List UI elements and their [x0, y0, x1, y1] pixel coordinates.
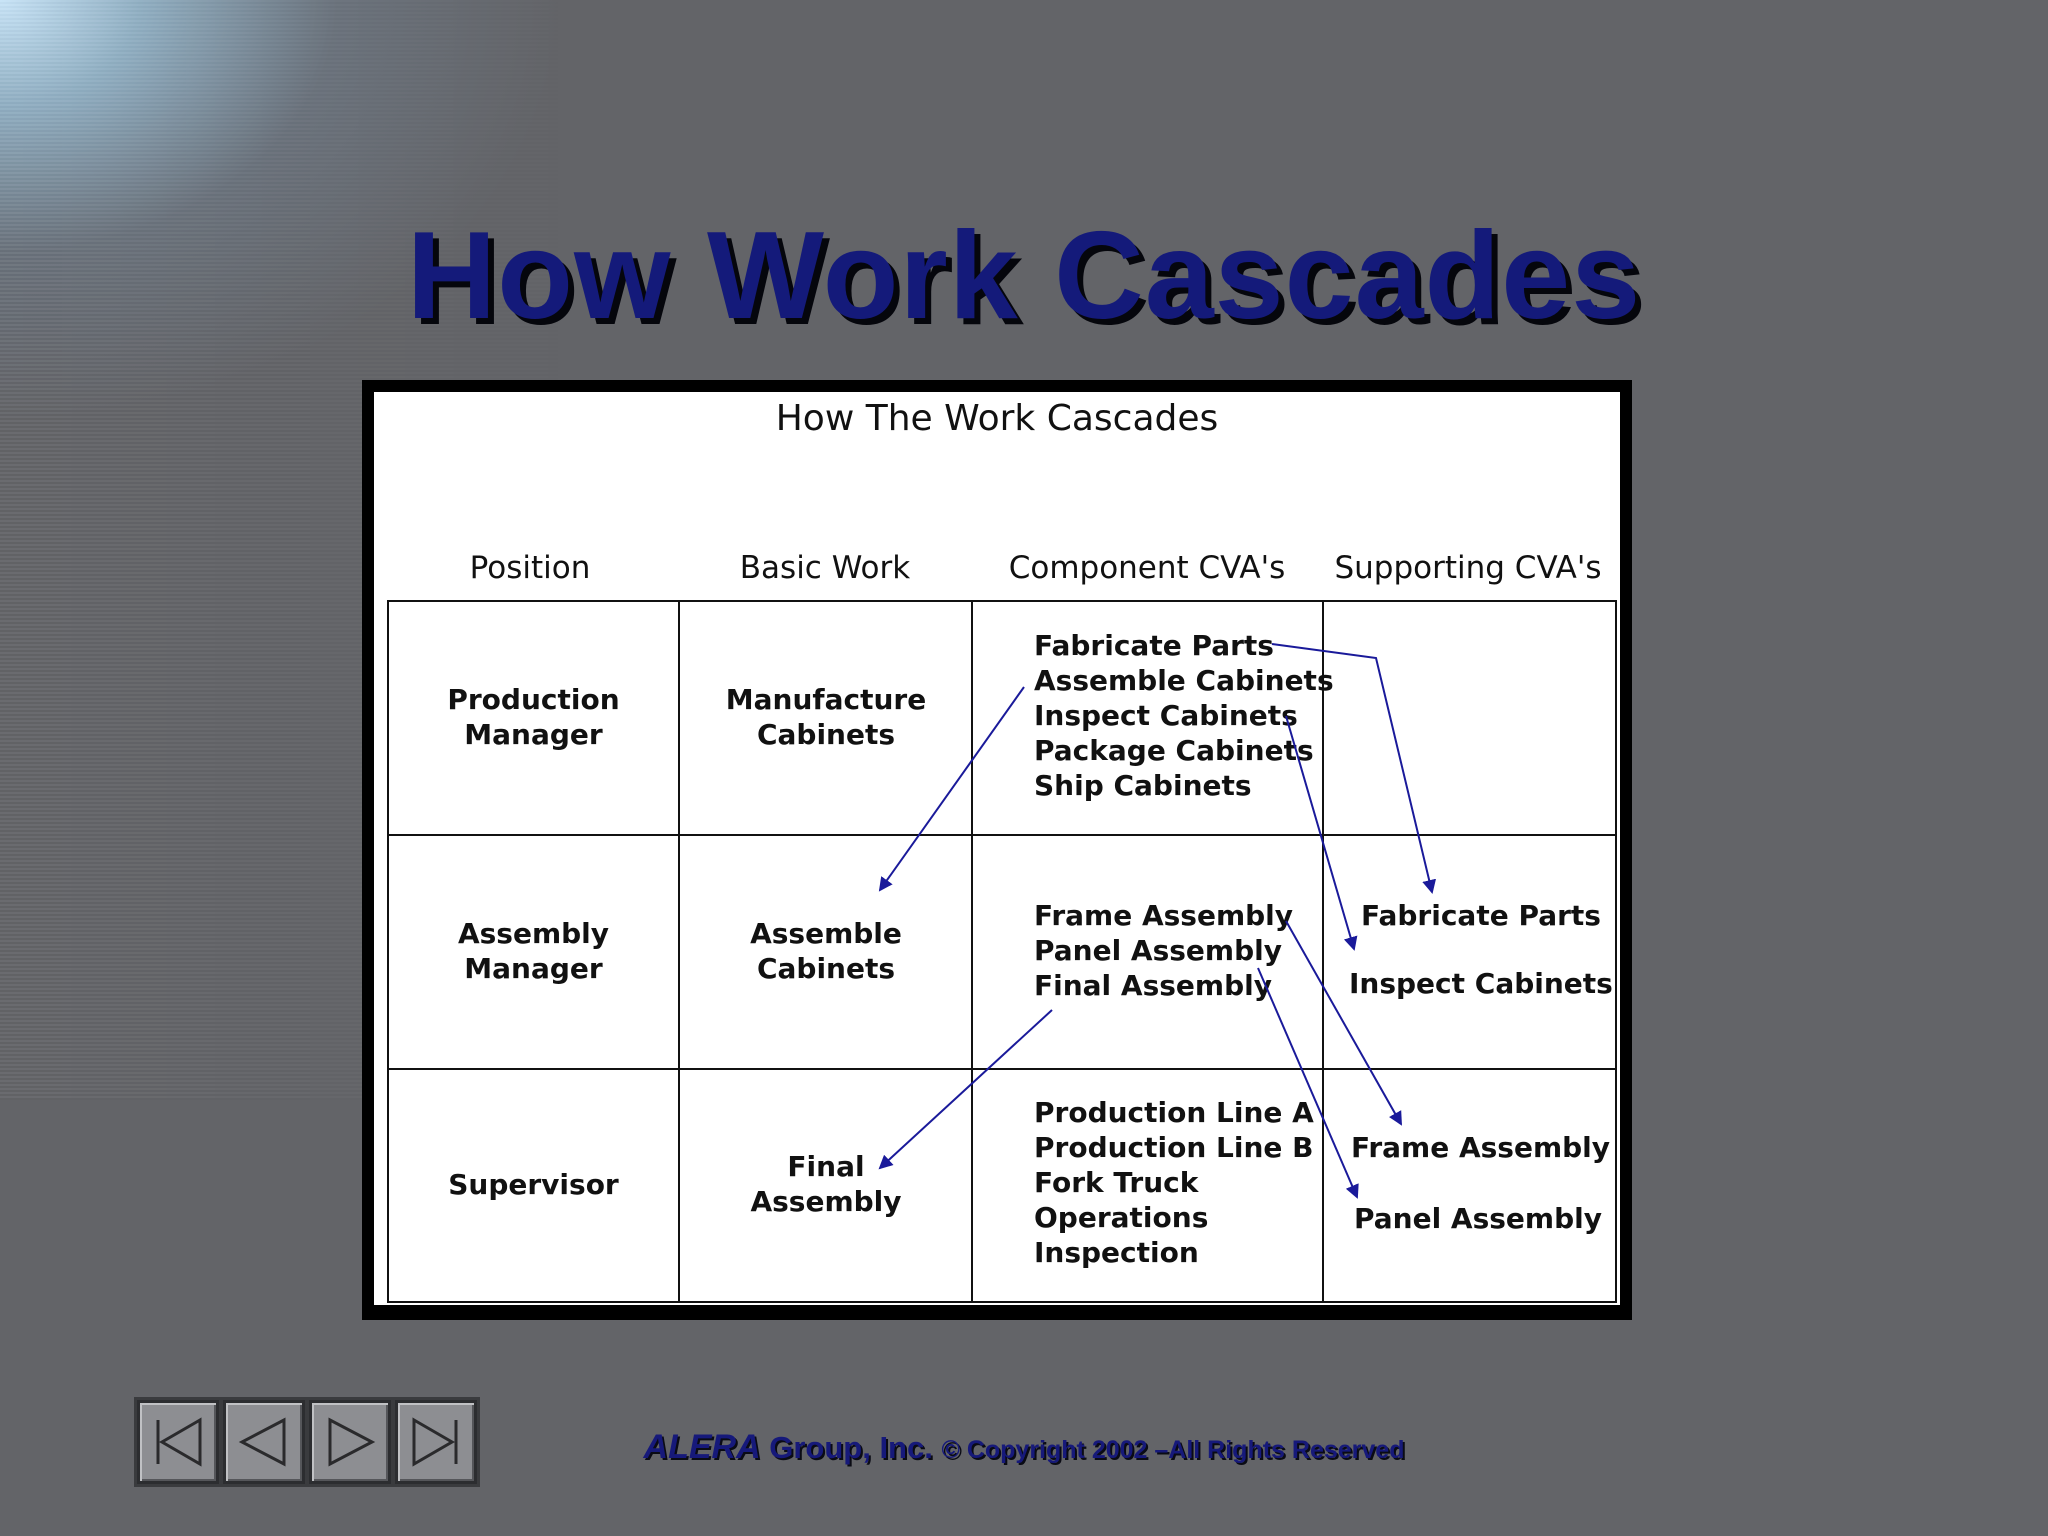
arrow-panel-assembly [1257, 967, 1359, 1199]
row3-supporting-cva-2: Panel Assembly [1354, 1202, 1602, 1235]
component-cva-item: Frame Assembly [1034, 899, 1294, 932]
position-line: Production [447, 683, 620, 716]
basic-work-line: Manufacture [725, 683, 927, 716]
last-slide-button[interactable] [395, 1400, 477, 1484]
component-cva-item: Ship Cabinets [1034, 769, 1252, 802]
row1-position: Production Manager [390, 682, 677, 752]
column-header-position: Position [469, 550, 591, 586]
basic-work-line: Cabinets [756, 952, 896, 985]
component-cva-item: Final Assembly [1034, 969, 1272, 1002]
row2-basic-work: Assemble Cabinets [681, 916, 971, 986]
row3-position: Supervisor [448, 1168, 619, 1201]
diagram-title: How The Work Cascades [775, 398, 1219, 439]
arrow-fabricate-parts [1271, 643, 1437, 894]
next-slide-button[interactable] [309, 1400, 391, 1484]
position-line: Manager [464, 952, 603, 985]
arrow-frame-assembly [1285, 920, 1402, 1126]
previous-slide-icon [238, 1417, 286, 1467]
component-cva-item: Production Line A [1034, 1096, 1314, 1129]
last-slide-icon [412, 1417, 458, 1467]
copyright-text: © Copyright 2002 –All Rights Reserved [941, 1436, 1405, 1464]
row1-basic-work: Manufacture Cabinets [681, 682, 971, 752]
row3-component-cvas: Production Line A Production Line B Fork… [1034, 1095, 1314, 1270]
row3-basic-work: Final Assembly [681, 1149, 971, 1219]
position-line: Manager [464, 718, 603, 751]
row2-position: Assembly Manager [390, 916, 677, 986]
column-header-supporting-cvas: Supporting CVA's [1334, 550, 1602, 586]
column-header-basic-work: Basic Work [739, 550, 911, 586]
basic-work-line: Assembly [750, 1185, 902, 1218]
first-slide-icon [156, 1417, 202, 1467]
row2-supporting-cva-1: Fabricate Parts [1361, 899, 1601, 932]
basic-work-line: Cabinets [756, 718, 896, 751]
brand-name: ALERA [643, 1428, 761, 1466]
component-cva-item: Fabricate Parts [1034, 629, 1274, 662]
component-cva-item: Assemble Cabinets [1034, 664, 1334, 697]
component-cva-item: Package Cabinets [1034, 734, 1314, 767]
slide-title: How Work Cascades [406, 207, 1642, 345]
previous-slide-button[interactable] [223, 1400, 305, 1484]
grid-border [387, 600, 1617, 1303]
slide-navigation [134, 1397, 480, 1487]
first-slide-button[interactable] [137, 1400, 219, 1484]
row2-supporting-cva-2: Inspect Cabinets [1349, 967, 1613, 1000]
company-name: Group, Inc. [760, 1430, 942, 1465]
row3-supporting-cva-1: Frame Assembly [1351, 1131, 1611, 1164]
component-cva-item: Inspection [1034, 1236, 1199, 1269]
arrow-assemble-cabinets [878, 686, 1025, 892]
row1-component-cvas: Fabricate Parts Assemble Cabinets Inspec… [1034, 628, 1334, 803]
component-cva-item: Inspect Cabinets [1034, 699, 1298, 732]
column-header-component-cvas: Component CVA's [1008, 550, 1286, 586]
diagram-panel [374, 392, 1620, 1305]
copyright-footer: ALERA Group, Inc. © Copyright 2002 –All … [0, 1428, 2048, 1467]
arrow-final-assembly [878, 1009, 1053, 1170]
component-cva-item: Panel Assembly [1034, 934, 1282, 967]
basic-work-line: Assemble [750, 917, 902, 950]
next-slide-icon [328, 1417, 376, 1467]
component-cva-item: Production Line B [1034, 1131, 1314, 1164]
row2-component-cvas: Frame Assembly Panel Assembly Final Asse… [1034, 898, 1293, 1003]
basic-work-line: Final [787, 1150, 865, 1183]
position-line: Assembly [457, 917, 610, 950]
component-cva-item: Fork Truck [1034, 1166, 1199, 1199]
component-cva-item: Operations [1034, 1201, 1209, 1234]
arrow-inspect-cabinets [1285, 715, 1358, 951]
